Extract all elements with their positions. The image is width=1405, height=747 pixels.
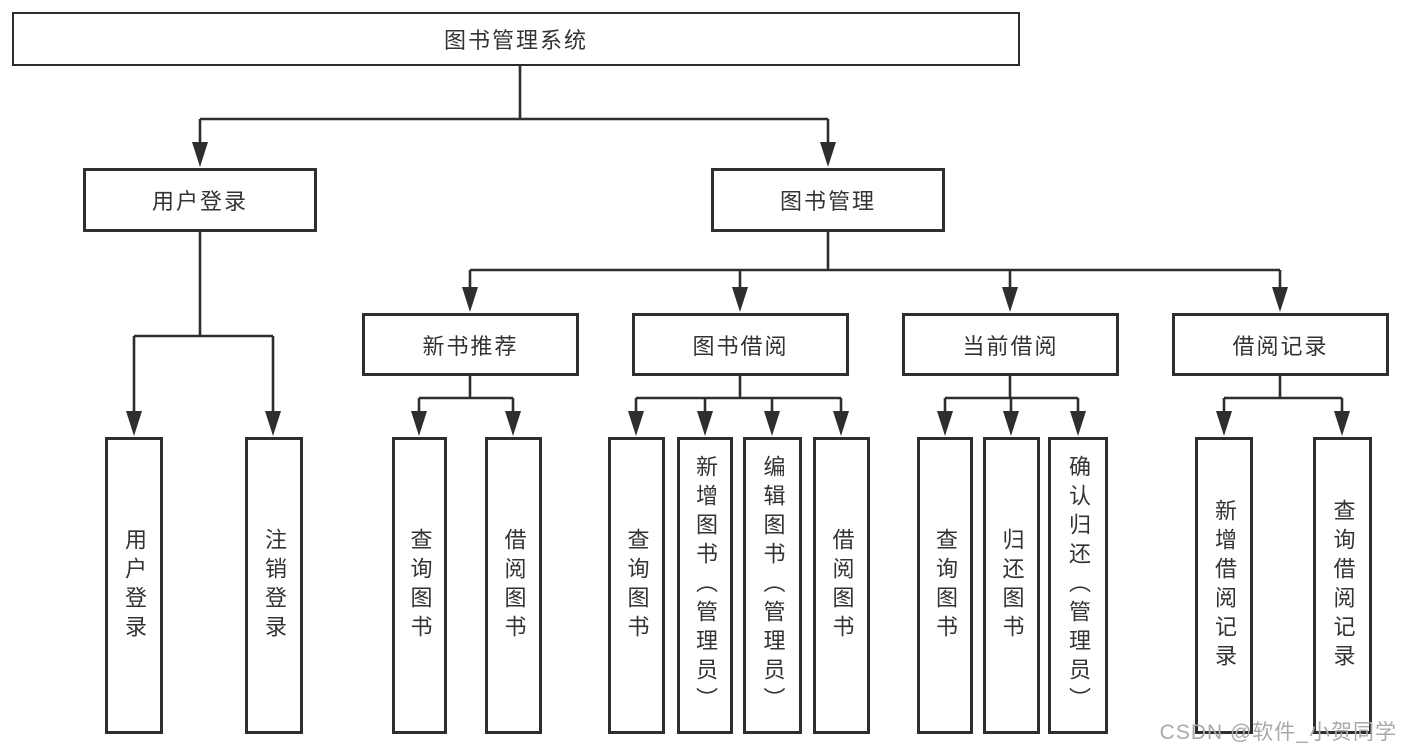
node-bb-edit-label: 编辑图书（管理员）	[760, 455, 786, 716]
arrowhead-icon	[126, 411, 142, 436]
arrowhead-icon	[820, 142, 836, 167]
node-bb-add: 新增图书（管理员）	[677, 437, 733, 734]
node-cb-confirm-label: 确认归还（管理员）	[1066, 455, 1091, 716]
node-book-borrow-label: 图书借阅	[692, 333, 789, 359]
node-logout-label: 注销登录	[262, 527, 287, 644]
arrowhead-icon	[732, 287, 748, 312]
node-cb-return-label: 归还图书	[999, 527, 1025, 644]
arrowhead-icon	[1272, 287, 1288, 312]
node-br-add: 新增借阅记录	[1195, 437, 1253, 734]
connector-lines	[132, 66, 1344, 414]
node-nb-borrow-label: 借阅图书	[501, 527, 527, 644]
arrowhead-icon	[1070, 411, 1086, 436]
arrowhead-icon	[1334, 411, 1350, 436]
node-user-login: 用户登录	[83, 168, 317, 232]
node-bb-lend: 借阅图书	[813, 437, 870, 734]
arrowhead-icon	[697, 411, 713, 436]
node-book-mgmt-label: 图书管理	[779, 189, 876, 214]
arrowhead-icon	[1216, 411, 1232, 436]
arrowhead-icon	[265, 411, 281, 436]
arrowhead-icon	[1002, 287, 1018, 312]
node-bb-query: 查询图书	[608, 437, 665, 734]
node-cb-query: 查询图书	[917, 437, 973, 734]
arrowhead-icon	[192, 142, 208, 167]
node-bb-edit: 编辑图书（管理员）	[743, 437, 802, 734]
csdn-watermark: CSDN @软件_小贺同学	[1159, 721, 1397, 744]
node-user-login-label: 用户登录	[151, 189, 248, 214]
node-cb-confirm: 确认归还（管理员）	[1048, 437, 1108, 734]
node-current-borrow: 当前借阅	[902, 313, 1119, 376]
node-br-query: 查询借阅记录	[1313, 437, 1372, 734]
node-book-borrow: 图书借阅	[632, 313, 849, 376]
node-bb-query-label: 查询图书	[624, 527, 650, 644]
node-book-mgmt: 图书管理	[711, 168, 945, 232]
arrowhead-icon	[937, 411, 953, 436]
node-br-add-label: 新增借阅记录	[1212, 498, 1237, 673]
node-cb-return: 归还图书	[983, 437, 1040, 734]
node-borrow-records: 借阅记录	[1172, 313, 1389, 376]
node-root: 图书管理系统	[12, 12, 1020, 66]
arrowhead-icon	[1003, 411, 1019, 436]
node-nb-borrow: 借阅图书	[485, 437, 542, 734]
arrowhead-icon	[833, 411, 849, 436]
node-borrow-records-label: 借阅记录	[1232, 333, 1329, 359]
node-current-borrow-label: 当前借阅	[962, 333, 1059, 359]
arrowhead-icon	[411, 411, 427, 436]
node-logout: 注销登录	[245, 437, 303, 734]
arrowhead-icon	[764, 411, 780, 436]
node-new-book-rec-label: 新书推荐	[422, 333, 519, 359]
node-login: 用户登录	[105, 437, 163, 734]
node-new-book-rec: 新书推荐	[362, 313, 579, 376]
node-root-label: 图书管理系统	[443, 28, 588, 53]
node-bb-add-label: 新增图书（管理员）	[693, 455, 718, 716]
node-br-query-label: 查询借阅记录	[1330, 498, 1356, 673]
node-nb-query-label: 查询图书	[407, 527, 433, 644]
arrowhead-icon	[505, 411, 521, 436]
arrowhead-icon	[628, 411, 644, 436]
node-bb-lend-label: 借阅图书	[829, 527, 855, 644]
node-login-label: 用户登录	[122, 527, 147, 644]
node-cb-query-label: 查询图书	[933, 527, 958, 644]
arrowhead-icon	[462, 287, 478, 312]
node-nb-query: 查询图书	[392, 437, 447, 734]
